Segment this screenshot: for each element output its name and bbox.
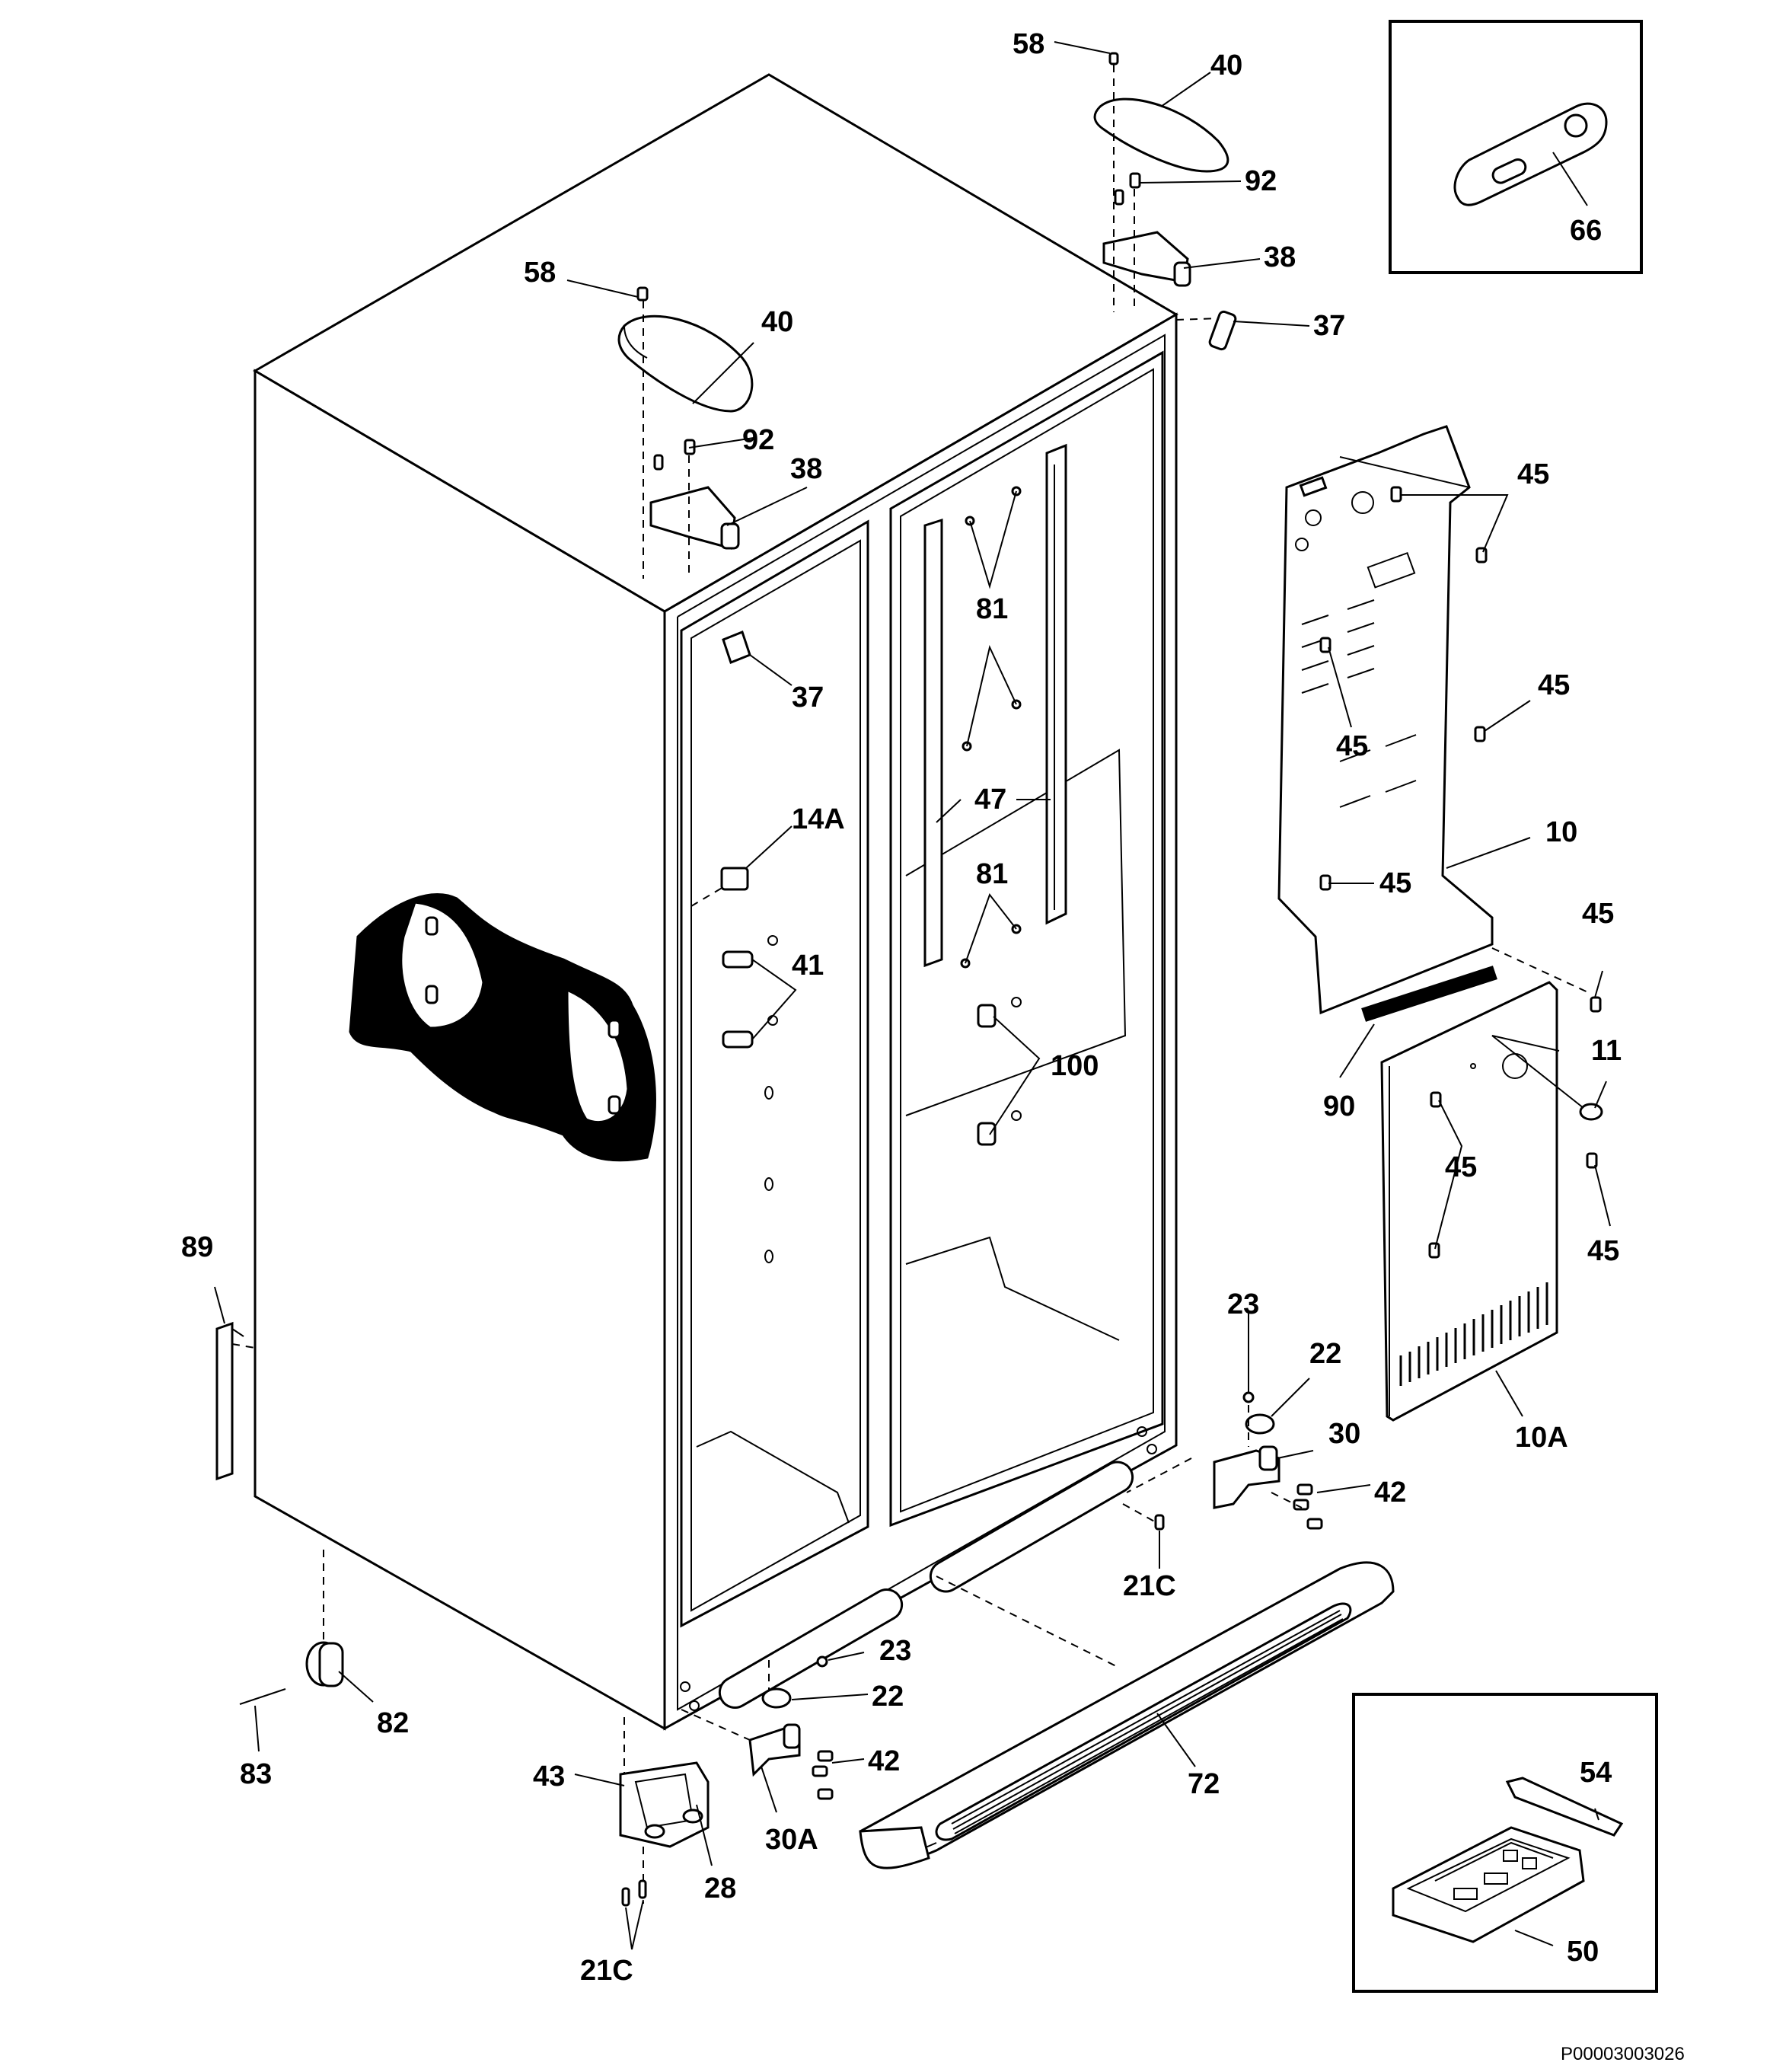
inset-part-50-54 <box>1352 1693 1658 1993</box>
label-38-top-right: 38 <box>1264 241 1296 273</box>
left-top-hinge-assembly <box>566 279 808 579</box>
label-45-a: 45 <box>1517 458 1549 490</box>
gasket-90 <box>1339 966 1497 1078</box>
label-37-top: 37 <box>1313 310 1345 342</box>
label-22-left: 22 <box>872 1681 904 1713</box>
label-42-left: 42 <box>868 1745 900 1777</box>
label-45-e: 45 <box>1582 898 1614 930</box>
label-92-top-left: 92 <box>742 424 774 456</box>
label-41: 41 <box>792 950 824 982</box>
inset-part-66 <box>1389 20 1643 274</box>
label-58-top-right: 58 <box>1013 28 1044 60</box>
label-21C-left: 21C <box>580 1955 633 1987</box>
label-40-top-right: 40 <box>1210 49 1242 81</box>
door-stops <box>722 310 1310 686</box>
label-90: 90 <box>1323 1090 1355 1122</box>
bottom-left-parts <box>214 1286 869 1950</box>
part-labels: 58 40 92 38 58 40 92 38 37 37 66 45 45 4… <box>181 28 1622 1987</box>
label-30: 30 <box>1328 1418 1360 1450</box>
label-45-b: 45 <box>1538 669 1570 701</box>
label-47: 47 <box>974 784 1006 816</box>
right-top-hinge-assembly <box>1054 41 1261 312</box>
label-81-lower: 81 <box>976 858 1008 890</box>
label-45-f: 45 <box>1445 1151 1477 1183</box>
access-panel-10A <box>1380 970 1611 1422</box>
label-54: 54 <box>1580 1757 1612 1789</box>
insulation-cutaway <box>349 892 656 1162</box>
label-83: 83 <box>240 1758 272 1790</box>
label-82: 82 <box>377 1707 409 1739</box>
label-66: 66 <box>1570 215 1602 247</box>
label-23-right: 23 <box>1227 1288 1259 1320</box>
label-58-top-left: 58 <box>524 257 556 289</box>
label-11: 11 <box>1591 1035 1622 1067</box>
kickplate-72 <box>859 1561 1395 1869</box>
label-92-top-right: 92 <box>1245 165 1277 197</box>
label-10A: 10A <box>1515 1422 1568 1454</box>
label-45-g: 45 <box>1587 1235 1619 1267</box>
bottom-right-hinge <box>1122 1314 1371 1569</box>
label-72: 72 <box>1188 1768 1220 1800</box>
label-40-top-left: 40 <box>761 306 793 338</box>
label-43: 43 <box>533 1761 565 1793</box>
label-45-d: 45 <box>1379 867 1411 899</box>
refrigerator-cabinet <box>253 73 1178 1731</box>
freezer-side-parts <box>690 825 797 1049</box>
label-100: 100 <box>1051 1050 1099 1082</box>
label-45-c: 45 <box>1336 730 1368 762</box>
label-42-right: 42 <box>1374 1477 1406 1509</box>
back-panel-10 <box>1277 425 1592 1015</box>
label-14A: 14A <box>792 803 845 835</box>
label-50: 50 <box>1567 1936 1599 1968</box>
shelf-rails <box>923 443 1067 1146</box>
label-38-top-left: 38 <box>790 453 822 485</box>
label-28: 28 <box>704 1872 736 1904</box>
label-81-upper: 81 <box>976 593 1008 625</box>
document-id: P00003003026 <box>1561 2044 1685 2064</box>
label-10: 10 <box>1545 816 1577 848</box>
label-89: 89 <box>181 1231 213 1263</box>
label-22-right: 22 <box>1309 1338 1341 1370</box>
label-23-left: 23 <box>879 1635 911 1667</box>
label-21C-right: 21C <box>1123 1570 1176 1602</box>
label-30A: 30A <box>765 1824 818 1856</box>
label-37-inside: 37 <box>792 682 824 714</box>
